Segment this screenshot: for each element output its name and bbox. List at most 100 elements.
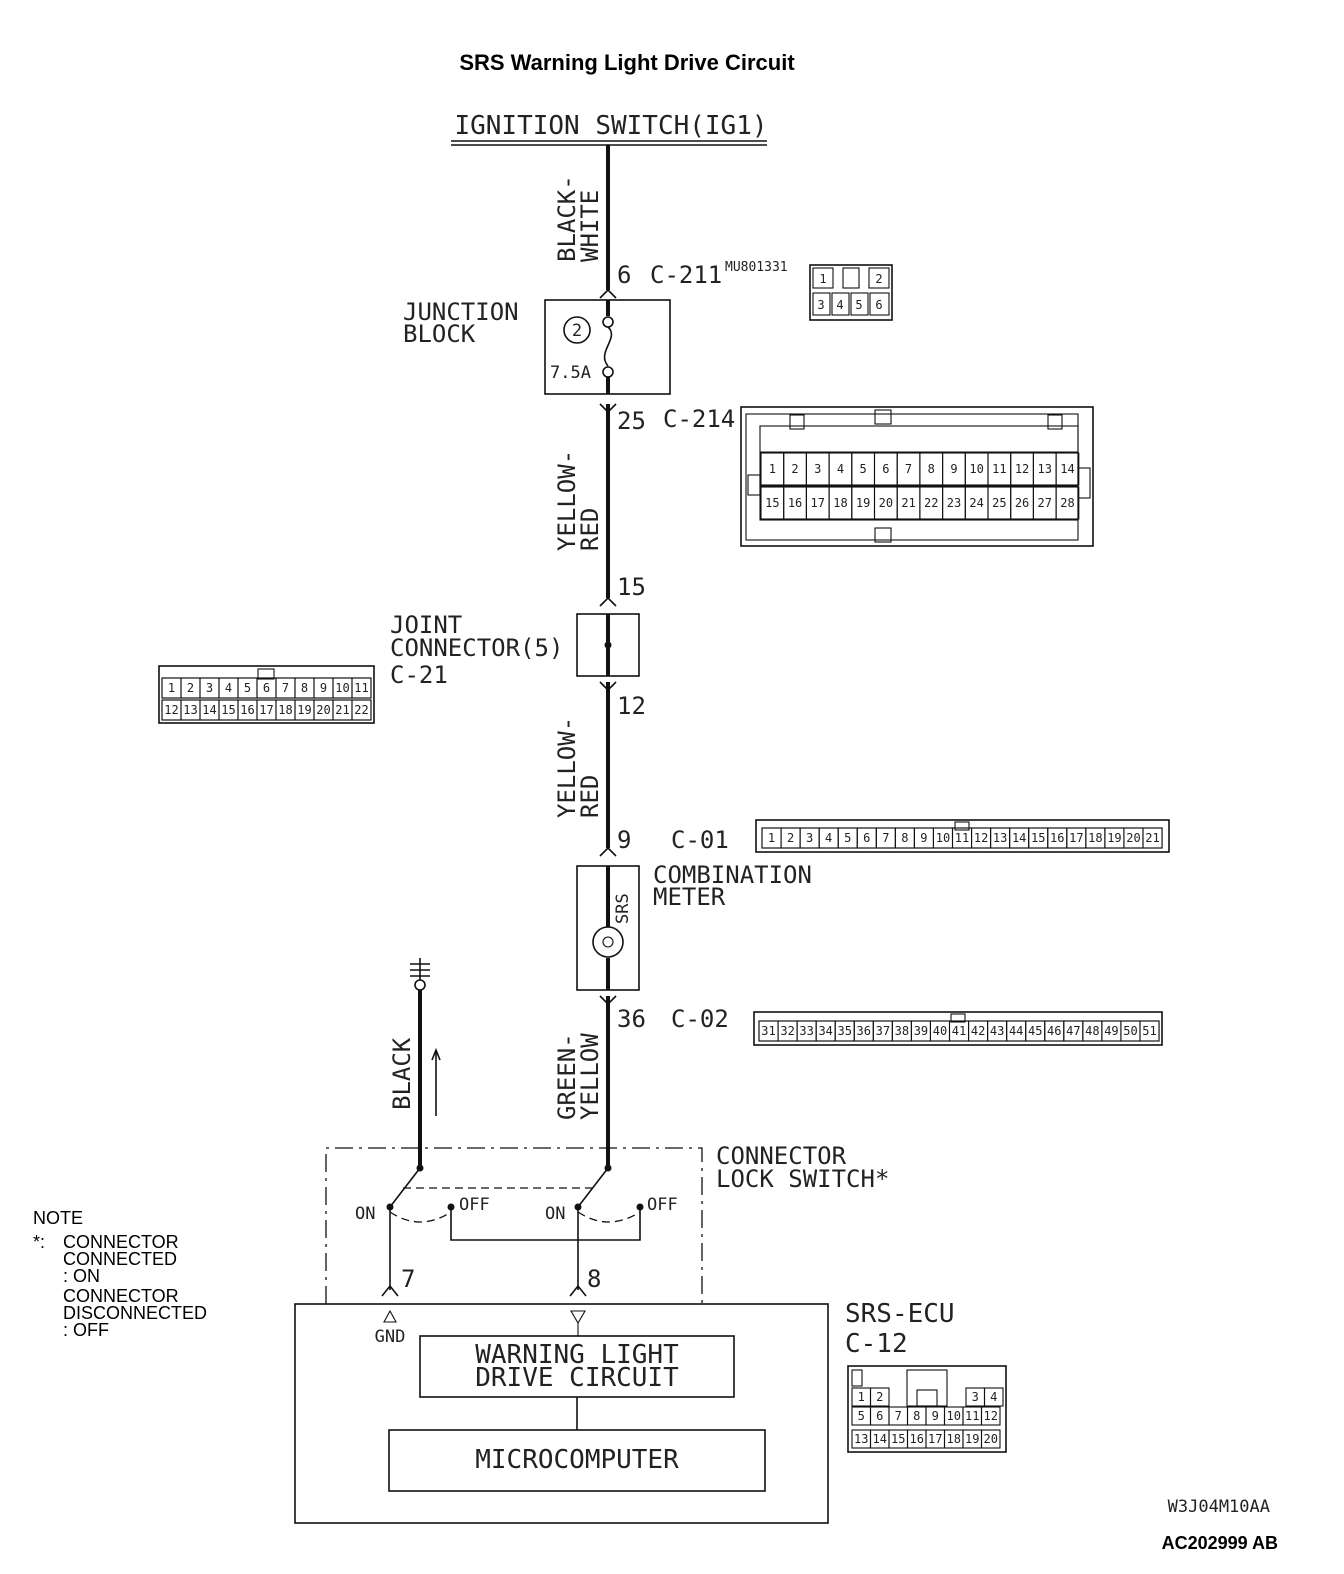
joint-node <box>604 641 612 649</box>
pin-cell <box>1139 1020 1160 1042</box>
wire-label-yellow-red-1: YELLOW- RED <box>553 450 604 551</box>
pin-number: 12 <box>1015 462 1029 476</box>
pin-number: 21 <box>1145 831 1159 845</box>
switch1-off-label: OFF <box>459 1195 490 1215</box>
pin-number: 6 <box>882 462 889 476</box>
pin-number: 22 <box>354 703 368 717</box>
pin-number: 32 <box>780 1024 794 1038</box>
pin-number: 51 <box>1142 1024 1156 1038</box>
drive-circuit-label-2: DRIVE CIRCUIT <box>475 1363 679 1393</box>
pin-cell <box>980 1406 1001 1426</box>
svg-text:4: 4 <box>836 298 843 312</box>
pin-15: 15 <box>617 573 646 601</box>
pin-number: 28 <box>1060 496 1074 510</box>
svg-text:RED: RED <box>576 508 604 551</box>
pin-9: 9 <box>617 826 631 854</box>
connector-c211-label: C-211 <box>650 261 722 289</box>
pin-12: 12 <box>617 692 646 720</box>
pin-cell <box>1142 827 1163 849</box>
pin-cell <box>980 1429 1001 1449</box>
pin-number: 6 <box>863 831 870 845</box>
pin-number: 17 <box>259 703 273 717</box>
pin-number: 35 <box>837 1024 851 1038</box>
pin-number: 17 <box>811 496 825 510</box>
current-flow-arrow-icon <box>431 1047 441 1116</box>
pin-cell <box>351 699 372 721</box>
svg-text:2: 2 <box>875 272 882 286</box>
lock-switch-boundary <box>325 1147 703 1304</box>
pin-number: 2 <box>787 831 794 845</box>
svg-text:5: 5 <box>855 298 862 312</box>
pin-number: 5 <box>244 681 251 695</box>
joint-connector-label-1: JOINT <box>390 611 462 639</box>
pin-number: 14 <box>1012 831 1026 845</box>
pin-number: 11 <box>965 1409 979 1423</box>
pin-number: 18 <box>1088 831 1102 845</box>
srs-ecu-connector-label: C-12 <box>845 1329 908 1359</box>
pin-number: 12 <box>164 703 178 717</box>
pin-number: 3 <box>972 1390 979 1404</box>
junction-block-label-1: JUNCTION <box>403 298 519 326</box>
off-contacts-link <box>450 1207 641 1241</box>
pin-number: 18 <box>947 1432 961 1446</box>
pin-number: 19 <box>297 703 311 717</box>
svg-text:*:: *: <box>33 1232 45 1252</box>
terminal-chevrons <box>599 288 617 1006</box>
pin-number: 48 <box>1085 1024 1099 1038</box>
wire-label-green-yellow: GREEN- YELLOW <box>553 1033 604 1120</box>
pin-number: 50 <box>1123 1024 1137 1038</box>
pin-number: 19 <box>1107 831 1121 845</box>
gnd-label: GND <box>375 1327 406 1347</box>
pin-number: 1 <box>769 462 776 476</box>
svg-text:CONNECTED: CONNECTED <box>63 1249 177 1269</box>
pin-8: 8 <box>587 1265 601 1293</box>
pin-number: 47 <box>1066 1024 1080 1038</box>
fuse-terminal-bottom <box>602 366 614 378</box>
pin-number: 15 <box>221 703 235 717</box>
pin-number: 7 <box>895 1409 902 1423</box>
switch2-off-label: OFF <box>647 1195 678 1215</box>
pin-number: 44 <box>1009 1024 1023 1038</box>
pin-number: 16 <box>1050 831 1064 845</box>
pin-number: 8 <box>928 462 935 476</box>
pin-number: 9 <box>320 681 327 695</box>
pin-number: 20 <box>879 496 893 510</box>
pin-number: 4 <box>225 681 232 695</box>
pin-cell <box>869 1387 890 1407</box>
pin-number: 20 <box>316 703 330 717</box>
pin-number: 31 <box>761 1024 775 1038</box>
pin-number: 9 <box>932 1409 939 1423</box>
lock-switch-label-1: CONNECTOR <box>716 1142 847 1170</box>
pin-number: 21 <box>901 496 915 510</box>
pin-number: 13 <box>183 703 197 717</box>
pin-number: 22 <box>924 496 938 510</box>
svg-text:WHITE: WHITE <box>576 190 604 262</box>
pin-number: 13 <box>854 1432 868 1446</box>
pin-number: 24 <box>969 496 983 510</box>
fuse-terminal-top <box>602 316 614 328</box>
pin-number: 3 <box>206 681 213 695</box>
pin-number: 16 <box>788 496 802 510</box>
pin-number: 17 <box>1069 831 1083 845</box>
connector-c01-label: C-01 <box>671 826 729 854</box>
pin-number: 42 <box>971 1024 985 1038</box>
gnd-terminal-icon <box>383 1309 397 1323</box>
switch1-on-label: ON <box>355 1204 375 1224</box>
combination-meter-label-2: METER <box>653 883 726 911</box>
fuse-element <box>603 326 613 367</box>
lock-switch-label-2: LOCK SWITCH* <box>716 1165 889 1193</box>
svg-text:NOTE: NOTE <box>33 1208 83 1228</box>
microcomputer-label: MICROCOMPUTER <box>475 1445 679 1475</box>
microcomputer-box <box>388 1429 766 1492</box>
pin-number: 1 <box>768 831 775 845</box>
pin-7: 7 <box>401 1265 415 1293</box>
pin-number: 8 <box>913 1409 920 1423</box>
svg-text:CONNECTOR: CONNECTOR <box>63 1286 179 1306</box>
pin-number: 9 <box>920 831 927 845</box>
svg-text:: OFF: : OFF <box>63 1320 109 1340</box>
pin-number: 26 <box>1015 496 1029 510</box>
svg-text:GREEN-: GREEN- <box>553 1033 581 1120</box>
pin-number: 15 <box>765 496 779 510</box>
